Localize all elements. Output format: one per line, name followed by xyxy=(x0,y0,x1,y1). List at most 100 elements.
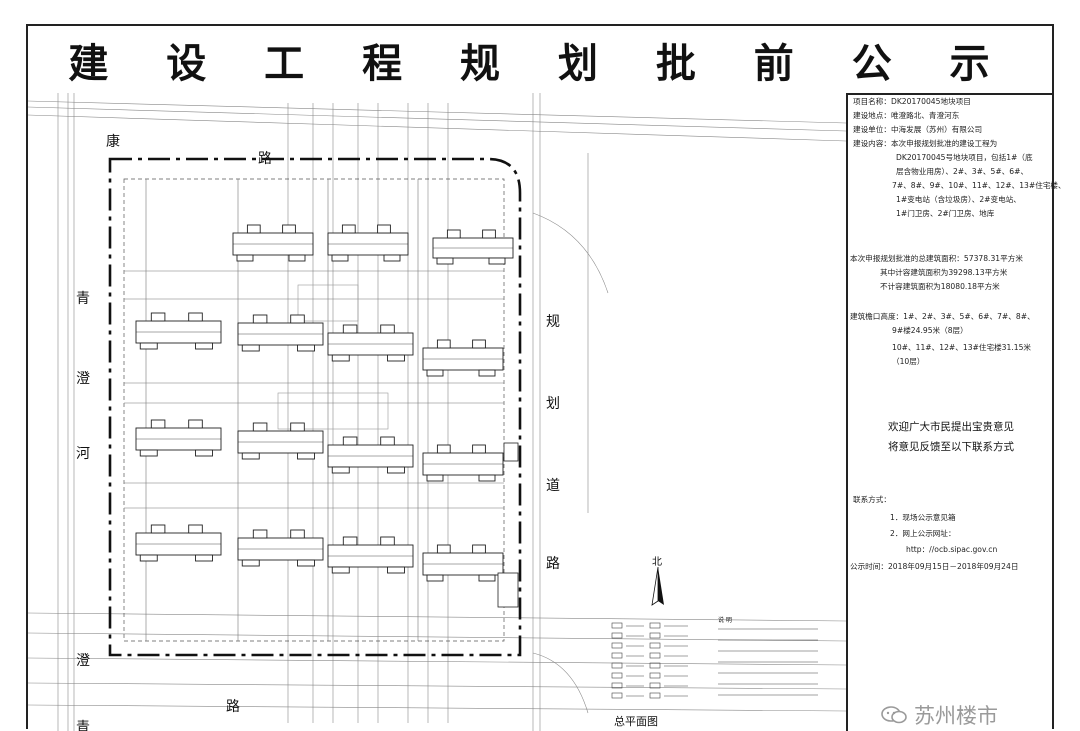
road-line xyxy=(28,612,846,622)
guard-house xyxy=(503,442,519,462)
residential-building xyxy=(237,529,324,567)
building-core xyxy=(246,224,261,234)
road-label-bottom-left: 青 xyxy=(76,720,90,731)
legend-swatch xyxy=(611,692,623,699)
residential-building xyxy=(237,314,324,352)
building-balcony xyxy=(236,254,254,262)
page-title: 建 设 工 程 规 划 批 前 公 示 xyxy=(68,40,1012,87)
building-balcony xyxy=(331,354,350,362)
legend-swatch xyxy=(649,632,661,639)
road-label-planned-4: 路 xyxy=(546,556,560,572)
building-core xyxy=(472,339,486,349)
content-line: 建设内容：本次申报规划批准的建设工程为 xyxy=(853,139,998,148)
building-core xyxy=(290,422,305,432)
building-balcony xyxy=(426,474,444,482)
legend-swatch xyxy=(611,632,623,639)
height-line: （10层） xyxy=(892,357,925,366)
legend-swatch xyxy=(611,652,623,659)
building-core xyxy=(436,544,451,554)
site-plan: 康 路 青 澄 河 规 划 道 路 澄 路 青 北 总平面图 说 明 xyxy=(28,93,846,731)
welcome-line: 欢迎广大市民提出宝贵意见 xyxy=(888,421,1014,433)
content-line: 1#门卫房、2#门卫房、地库 xyxy=(896,209,995,218)
building-balcony xyxy=(297,559,315,567)
road-curve xyxy=(532,652,589,714)
road-label-qingcheng-2: 澄 xyxy=(76,371,90,387)
road-label-qingcheng-3: 河 xyxy=(76,446,90,462)
legend-swatch xyxy=(649,642,661,649)
content-line: 7#、8#、9#、10#、11#、12#、13#住宅楼、 xyxy=(892,181,1066,190)
building-core xyxy=(252,314,268,324)
building-balcony xyxy=(331,566,350,574)
title-bar: 建 设 工 程 规 划 批 前 公 示 xyxy=(28,26,1052,95)
building-balcony xyxy=(478,369,496,377)
building-balcony xyxy=(288,254,306,262)
residential-building xyxy=(135,419,222,457)
north-arrow xyxy=(651,566,664,606)
legend-swatch xyxy=(649,682,661,689)
road-label-planned-2: 划 xyxy=(546,396,560,412)
residential-building xyxy=(327,224,409,262)
building-core xyxy=(472,544,486,554)
area-line: 其中计容建筑面积为39298.13平方米 xyxy=(880,268,1008,277)
building-core xyxy=(252,422,268,432)
legend-title: 说 明 xyxy=(718,617,732,624)
road-label-kang-2: 路 xyxy=(258,151,272,167)
publicity-period: 公示时间：2018年09月15日－2018年09月24日 xyxy=(850,562,1019,571)
building-balcony xyxy=(195,449,213,457)
area-line: 本次申报规划批准的总建筑面积：57378.31平方米 xyxy=(850,254,1023,263)
plan-caption: 总平面图 xyxy=(614,715,658,728)
residential-building xyxy=(135,312,222,350)
project-developer: 建设单位：中海发展（苏州）有限公司 xyxy=(853,125,983,134)
road-label-weicheng-1: 澄 xyxy=(76,653,90,669)
building-balcony xyxy=(241,344,260,352)
height-line: 10#、11#、12#、13#住宅楼31.15米 xyxy=(892,343,1031,352)
building-core xyxy=(188,524,203,534)
building-core xyxy=(252,529,268,539)
road-line xyxy=(28,100,846,124)
building-balcony xyxy=(195,554,213,562)
content-line: 层含物业用房）、2#、3#、5#、6#、 xyxy=(896,167,1029,176)
contact-line: 1．现场公示意见箱 xyxy=(890,513,956,522)
notice-sheet: 建 设 工 程 规 划 批 前 公 示 康 路 青 澄 河 规 划 道 路 澄 … xyxy=(26,24,1066,731)
building-balcony xyxy=(387,566,405,574)
building-balcony xyxy=(139,554,158,562)
residential-building xyxy=(327,324,414,362)
building-balcony xyxy=(195,342,213,350)
building-core xyxy=(377,224,391,234)
residential-building xyxy=(135,524,222,562)
building-balcony xyxy=(297,344,315,352)
building-balcony xyxy=(436,257,454,265)
road-line xyxy=(28,106,846,132)
road-curve xyxy=(532,212,609,294)
legend-swatch xyxy=(611,672,623,679)
area-line: 不计容建筑面积为18080.18平方米 xyxy=(880,282,1000,291)
building-core xyxy=(150,312,166,322)
road-label-kang-1: 康 xyxy=(106,134,120,150)
building-balcony xyxy=(478,574,496,582)
residential-building xyxy=(327,536,414,574)
project-name: 项目名称：DK20170045地块项目 xyxy=(853,97,971,106)
road-line xyxy=(28,114,846,142)
building-balcony xyxy=(387,354,405,362)
building-core xyxy=(290,529,305,539)
contact-line: 2．网上公示网址： xyxy=(890,529,956,538)
building-core xyxy=(342,324,358,334)
site-boundary xyxy=(108,157,522,657)
north-label: 北 xyxy=(652,557,662,568)
building-balcony xyxy=(426,369,444,377)
legend-swatch xyxy=(649,662,661,669)
road-label-planned-3: 道 xyxy=(546,478,560,494)
building-core xyxy=(436,339,451,349)
legend-swatch xyxy=(649,622,661,629)
building-core xyxy=(380,436,395,446)
content-line: DK20170045号地块项目，包括1#（底 xyxy=(896,153,1033,162)
road-label-weicheng-2: 路 xyxy=(226,699,240,715)
building-balcony xyxy=(478,474,496,482)
building-core xyxy=(380,324,395,334)
building-balcony xyxy=(139,449,158,457)
building-balcony xyxy=(488,257,506,265)
legend-swatch xyxy=(649,652,661,659)
wechat-icon xyxy=(881,706,907,724)
content-line: 1#变电站（含垃圾房）、2#变电站、 xyxy=(896,195,1021,204)
building-balcony xyxy=(139,342,158,350)
